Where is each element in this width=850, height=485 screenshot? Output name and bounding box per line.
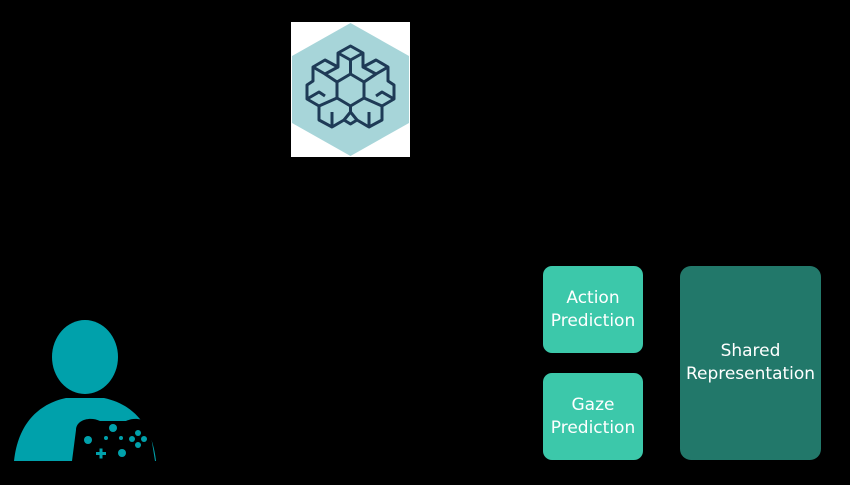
player-icon-wrapper [10, 320, 160, 465]
player-with-controller-icon [14, 320, 156, 461]
shared-representation-box: Shared Representation [680, 266, 821, 460]
gaze-prediction-line1: Gaze [571, 394, 615, 415]
gaze-prediction-box: Gaze Prediction [543, 373, 643, 460]
hexagon-knot-logo-icon [292, 23, 409, 156]
action-prediction-box: Action Prediction [543, 266, 643, 353]
action-prediction-line2: Prediction [550, 310, 636, 331]
logo-tile [291, 22, 410, 157]
shared-representation-line2: Representation [685, 364, 816, 384]
action-prediction-line1: Action [566, 287, 620, 308]
shared-representation-line1: Shared [720, 341, 781, 361]
gaze-prediction-line2: Prediction [550, 417, 636, 438]
